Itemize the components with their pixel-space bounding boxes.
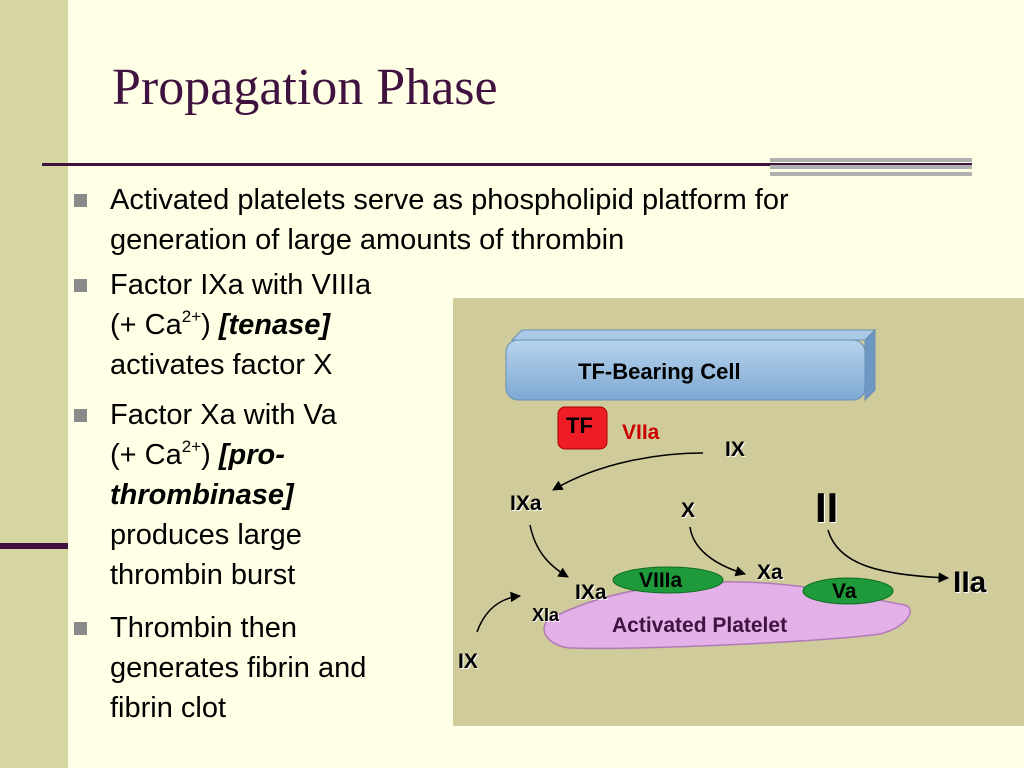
ixa-left-label: IXa (510, 492, 542, 515)
viiia-label: VIIIa (639, 569, 683, 592)
arrow-ixa-to-platelet (529, 524, 569, 578)
bullet-3: Factor Xa with Va (+ Ca2+) [pro- thrombi… (74, 395, 440, 595)
xa-label: Xa (757, 561, 783, 584)
bullet-4: Thrombin then generates fibrin and fibri… (74, 608, 440, 728)
bullet-3-close: ) (201, 439, 211, 471)
ix-top-label: IX (725, 438, 745, 461)
activated-platelet-label: Activated Platelet (612, 614, 788, 637)
bullet-2-ca: (+ Ca (110, 309, 182, 341)
tf-label: TF (566, 413, 593, 438)
xia-label: XIa (532, 605, 560, 625)
bullet-4-line2: generates fibrin and (110, 652, 367, 684)
bullet-2-sup: 2+ (181, 307, 202, 326)
bullet-marker (74, 622, 87, 635)
bullet-1-line1: Activated platelets serve as phospholipi… (110, 184, 789, 216)
bullet-4-line3: fibrin clot (110, 692, 227, 724)
ix-bottom-label: IX (458, 650, 478, 673)
bullet-1: Activated platelets serve as phospholipi… (74, 180, 930, 260)
bullet-3-prothrombinase-1: [pro- (218, 439, 285, 471)
bullet-3-line4: produces large (110, 519, 302, 551)
ii-label: II (815, 484, 839, 531)
x-label: X (681, 499, 696, 522)
va-ellipse (802, 577, 894, 605)
bullet-3-sup: 2+ (181, 437, 202, 456)
arrow-ii-to-iia (827, 529, 950, 583)
tf-cell-body (505, 339, 866, 401)
slide-title: Propagation Phase (112, 59, 498, 116)
arrow-ix-to-ixa-platelet (476, 591, 522, 633)
arrow-ix-to-ixa (552, 452, 704, 491)
iia-label: IIa (953, 566, 987, 599)
viiia-ellipse (612, 566, 724, 594)
va-label: Va (832, 580, 857, 603)
bullet-2-close: ) (201, 309, 211, 341)
bullet-marker (74, 409, 87, 422)
bullet-1-line2: generation of large amounts of thrombin (110, 224, 625, 256)
ixa-platelet-label: IXa (575, 581, 607, 604)
bullet-2: Factor IXa with VIIIa (+ Ca2+) [tenase] … (74, 265, 440, 385)
bullet-3-line1: Factor Xa with Va (110, 399, 337, 431)
bullet-4-line1: Thrombin then (110, 612, 297, 644)
tf-cell-side (864, 328, 876, 402)
bullet-3-line5: thrombin burst (110, 559, 296, 591)
bullet-3-ca: (+ Ca (110, 439, 182, 471)
tf-box (557, 406, 608, 450)
tf-bearing-cell-label: TF-Bearing Cell (578, 359, 741, 384)
left-accent-bar (0, 543, 68, 549)
bullet-marker (74, 279, 87, 292)
arrow-x-to-xa (689, 526, 747, 577)
bullet-marker (74, 194, 87, 207)
tf-cell-top (510, 329, 877, 341)
bullet-2-line3: activates factor X (110, 349, 333, 381)
left-band (0, 0, 68, 768)
bullet-2-tenase: [tenase] (218, 309, 331, 341)
bullet-2-line1: Factor IXa with VIIIa (110, 269, 372, 301)
bullet-3-prothrombinase-2: thrombinase] (110, 479, 294, 511)
viia-label: VIIa (622, 421, 660, 444)
title-decor-bars (770, 158, 972, 178)
title-divider (42, 163, 972, 166)
